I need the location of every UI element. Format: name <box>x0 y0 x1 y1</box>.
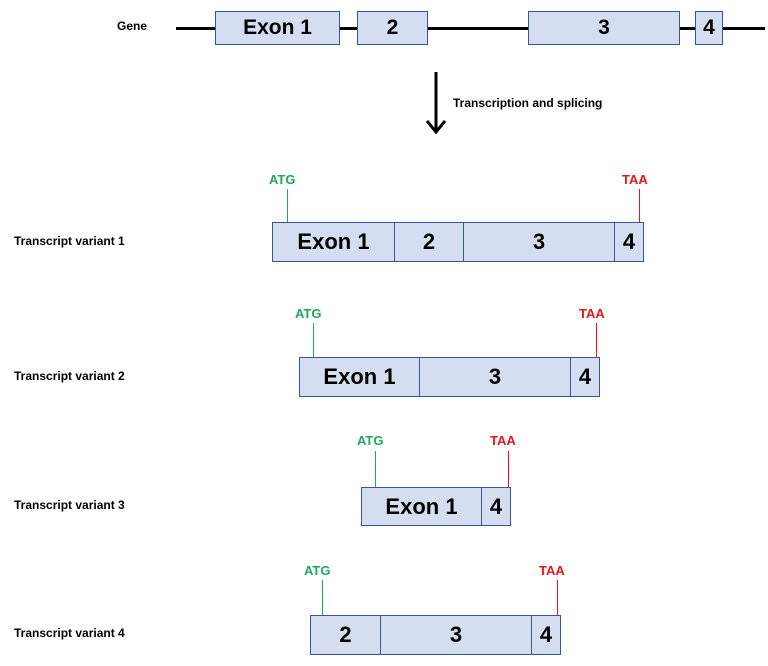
start-codon-tick <box>313 323 314 358</box>
gene-intron-line <box>176 27 765 30</box>
transcript-variant-3-label: Transcript variant 3 <box>14 498 125 512</box>
stop-codon-label: TAA <box>622 172 648 187</box>
gene-exon-4: 4 <box>695 11 723 45</box>
start-codon-label: ATG <box>304 563 331 578</box>
transcript-1-exon-2: 2 <box>395 222 464 262</box>
step-label: Transcription and splicing <box>453 96 603 110</box>
transcript-1-exon-4: 4 <box>615 222 644 262</box>
transcript-4-exon-3: 3 <box>381 615 532 655</box>
gene-exon-2: 2 <box>357 11 428 45</box>
start-codon-label: ATG <box>295 306 322 321</box>
gene-exon-3: 3 <box>528 11 680 45</box>
start-codon-label: ATG <box>269 172 296 187</box>
gene-exon-1: Exon 1 <box>215 11 340 45</box>
stop-codon-label: TAA <box>490 433 516 448</box>
transcript-3-exon-4: 4 <box>482 487 511 526</box>
transcript-variant-4-label: Transcript variant 4 <box>14 626 125 640</box>
transcript-2-exon-1: Exon 1 <box>299 357 420 397</box>
stop-codon-tick <box>508 451 509 488</box>
down-arrow-icon <box>425 72 447 135</box>
start-codon-label: ATG <box>357 433 384 448</box>
gene-label: Gene <box>117 19 148 33</box>
transcript-2-exon-4: 4 <box>571 357 600 397</box>
transcript-2-exon-3: 3 <box>420 357 571 397</box>
stop-codon-tick <box>639 189 640 223</box>
stop-codon-label: TAA <box>579 306 605 321</box>
start-codon-tick <box>287 189 288 223</box>
stop-codon-tick <box>596 323 597 358</box>
stop-codon-label: TAA <box>539 563 565 578</box>
transcript-1-exon-3: 3 <box>464 222 615 262</box>
transcript-3-exon-1: Exon 1 <box>361 487 482 526</box>
transcript-1-exon-1: Exon 1 <box>272 222 395 262</box>
start-codon-tick <box>322 580 323 616</box>
transcript-4-exon-2: 2 <box>310 615 381 655</box>
stop-codon-tick <box>557 580 558 616</box>
start-codon-tick <box>375 451 376 488</box>
transcript-variant-1-label: Transcript variant 1 <box>14 234 125 248</box>
transcript-variant-2-label: Transcript variant 2 <box>14 369 125 383</box>
transcript-4-exon-4: 4 <box>532 615 561 655</box>
